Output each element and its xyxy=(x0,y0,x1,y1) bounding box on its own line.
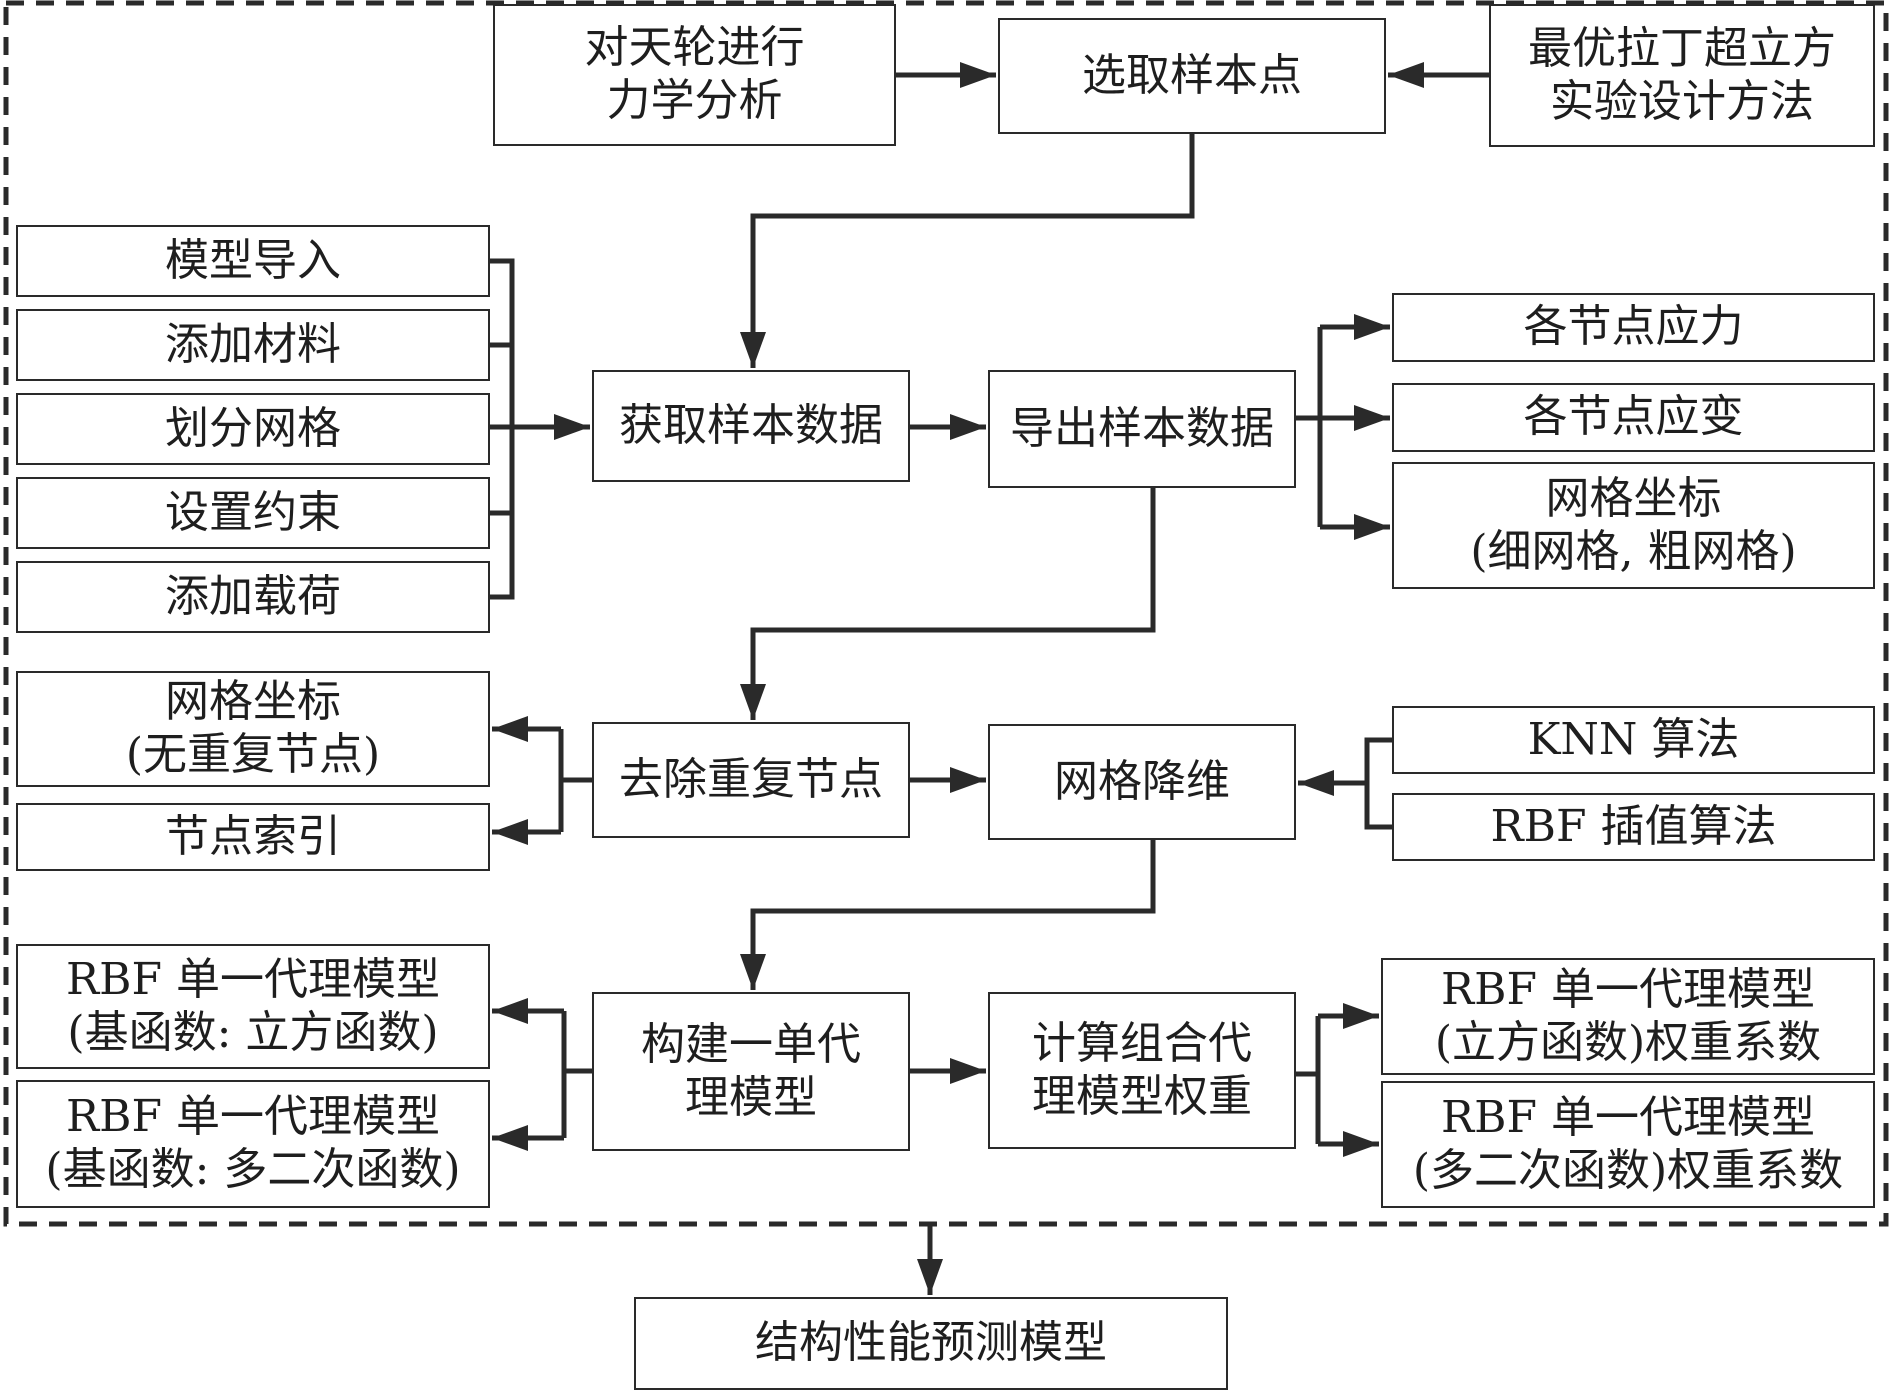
node-mesh: 划分网格 xyxy=(16,393,490,465)
node-text: 划分网格 xyxy=(165,402,341,454)
edge-container-to-final-arrowhead xyxy=(917,1259,943,1295)
dashed-container xyxy=(3,0,1889,1227)
edge-export-to-remove xyxy=(750,488,1156,720)
node-text: (基函数: 多二次函数) xyxy=(45,1144,461,1195)
node-final-model: 结构性能预测模型 xyxy=(634,1297,1228,1390)
bracket-knn-rbf xyxy=(1364,737,1392,830)
node-text: (细网格, 粗网格) xyxy=(1470,525,1797,577)
node-select-samples: 选取样本点 xyxy=(998,18,1386,134)
node-mesh-coords-nodup: 网格坐标 (无重复节点) xyxy=(16,671,490,787)
node-rbf-cubic: RBF 单一代理模型 (基函数: 立方函数) xyxy=(16,944,490,1069)
node-text: (多二次函数)权重系数 xyxy=(1412,1144,1844,1196)
node-w-cubic: RBF 单一代理模型 (立方函数)权重系数 xyxy=(1381,958,1875,1075)
edge-to-rbf-multiquad-arrowhead xyxy=(492,1125,528,1151)
edge-to-rbf-cubic-arrowhead xyxy=(492,998,528,1024)
edge-reduction-to-build xyxy=(750,840,1156,990)
node-text: 模型导入 xyxy=(165,234,341,286)
node-text: 构建一单代 xyxy=(641,1018,861,1070)
node-export-sample-data: 导出样本数据 xyxy=(988,370,1296,488)
edge-to-node-index-arrowhead xyxy=(492,819,528,845)
node-text: RBF 单一代理模型 xyxy=(1441,963,1815,1015)
node-get-sample-data: 获取样本数据 xyxy=(592,370,910,482)
edge-export-to-remove-arrowhead xyxy=(740,684,766,720)
node-text: 理模型权重 xyxy=(1032,1070,1252,1122)
node-remove-dup-nodes: 去除重复节点 xyxy=(592,722,910,838)
node-calc-weights: 计算组合代 理模型权重 xyxy=(988,992,1296,1149)
node-text: 去除重复节点 xyxy=(619,753,883,805)
node-text: 各节点应力 xyxy=(1523,301,1744,353)
node-build-single: 构建一单代 理模型 xyxy=(592,992,910,1151)
node-text: 各节点应变 xyxy=(1523,391,1744,443)
edge-select-to-get xyxy=(750,134,1195,368)
edge-olhs-to-select-arrowhead xyxy=(1388,62,1424,88)
node-text: 添加材料 xyxy=(165,318,341,370)
node-text: (基函数: 立方函数) xyxy=(67,1006,439,1058)
node-text: 结构性能预测模型 xyxy=(755,1317,1107,1369)
node-text: 获取样本数据 xyxy=(619,399,883,451)
node-text: 计算组合代 xyxy=(1032,1017,1252,1069)
node-text: 力学分析 xyxy=(606,75,783,126)
node-w-multiquad: RBF 单一代理模型 (多二次函数)权重系数 xyxy=(1381,1081,1875,1208)
node-text: 节点索引 xyxy=(165,810,341,862)
node-rbf-multiquad: RBF 单一代理模型 (基函数: 多二次函数) xyxy=(16,1080,490,1208)
edge-build-to-calc-arrowhead xyxy=(950,1058,986,1084)
node-node-stress: 各节点应力 xyxy=(1392,293,1875,362)
node-text: 导出样本数据 xyxy=(1010,402,1274,454)
node-knn: KNN 算法 xyxy=(1392,706,1875,774)
node-text: 设置约束 xyxy=(165,486,341,538)
node-text: 网格坐标 xyxy=(165,676,341,728)
node-add-load: 添加载荷 xyxy=(16,561,490,633)
node-node-strain: 各节点应变 xyxy=(1392,383,1875,452)
node-text: RBF 插值算法 xyxy=(1490,800,1777,852)
node-text: (立方函数)权重系数 xyxy=(1434,1016,1822,1068)
edge-remove-to-reduction-arrowhead xyxy=(950,767,986,793)
edge-to-coords-arrowhead xyxy=(1354,514,1390,540)
node-text: 添加载荷 xyxy=(165,570,341,622)
node-text: (无重复节点) xyxy=(125,729,381,780)
node-node-index: 节点索引 xyxy=(16,803,490,871)
edge-to-coords-nodup-arrowhead xyxy=(492,716,528,742)
node-text: 网格坐标 xyxy=(1545,472,1722,524)
node-text: 对天轮进行 xyxy=(584,22,805,74)
node-add-material: 添加材料 xyxy=(16,309,490,381)
node-constraints: 设置约束 xyxy=(16,477,490,549)
edge-to-stress-arrowhead xyxy=(1354,314,1390,340)
edge-select-to-get-arrowhead xyxy=(740,332,766,368)
edge-preproc-to-get-arrowhead xyxy=(554,414,590,440)
node-model-import: 模型导入 xyxy=(16,225,490,297)
edge-to-w-multiquad-arrowhead xyxy=(1343,1131,1379,1157)
edge-mech-to-select-arrowhead xyxy=(960,62,996,88)
node-text: 网格降维 xyxy=(1054,755,1230,807)
node-text: 选取样本点 xyxy=(1082,49,1302,101)
node-text: RBF 单一代理模型 xyxy=(1441,1091,1815,1143)
edge-get-to-export-arrowhead xyxy=(950,414,986,440)
node-rbf-interp: RBF 插值算法 xyxy=(1392,793,1875,861)
node-mesh-reduction: 网格降维 xyxy=(988,724,1296,840)
edge-reduction-to-build-arrowhead xyxy=(740,954,766,990)
node-text: RBF 单一代理模型 xyxy=(66,953,440,1005)
edge-to-strain-arrowhead xyxy=(1354,405,1390,431)
node-text: KNN 算法 xyxy=(1527,713,1740,765)
edge-to-w-cubic-arrowhead xyxy=(1343,1003,1379,1029)
node-text: RBF 单一代理模型 xyxy=(66,1091,440,1143)
node-mech-analysis: 对天轮进行 力学分析 xyxy=(493,4,896,146)
node-olhs: 最优拉丁超立方 实验设计方法 xyxy=(1489,4,1875,147)
node-mesh-coords: 网格坐标 (细网格, 粗网格) xyxy=(1392,462,1875,589)
node-text: 最优拉丁超立方 xyxy=(1528,22,1836,74)
node-text: 理模型 xyxy=(685,1071,817,1123)
edge-knn-rbf-to-reduction-arrowhead xyxy=(1298,770,1334,796)
node-text: 实验设计方法 xyxy=(1550,75,1814,127)
